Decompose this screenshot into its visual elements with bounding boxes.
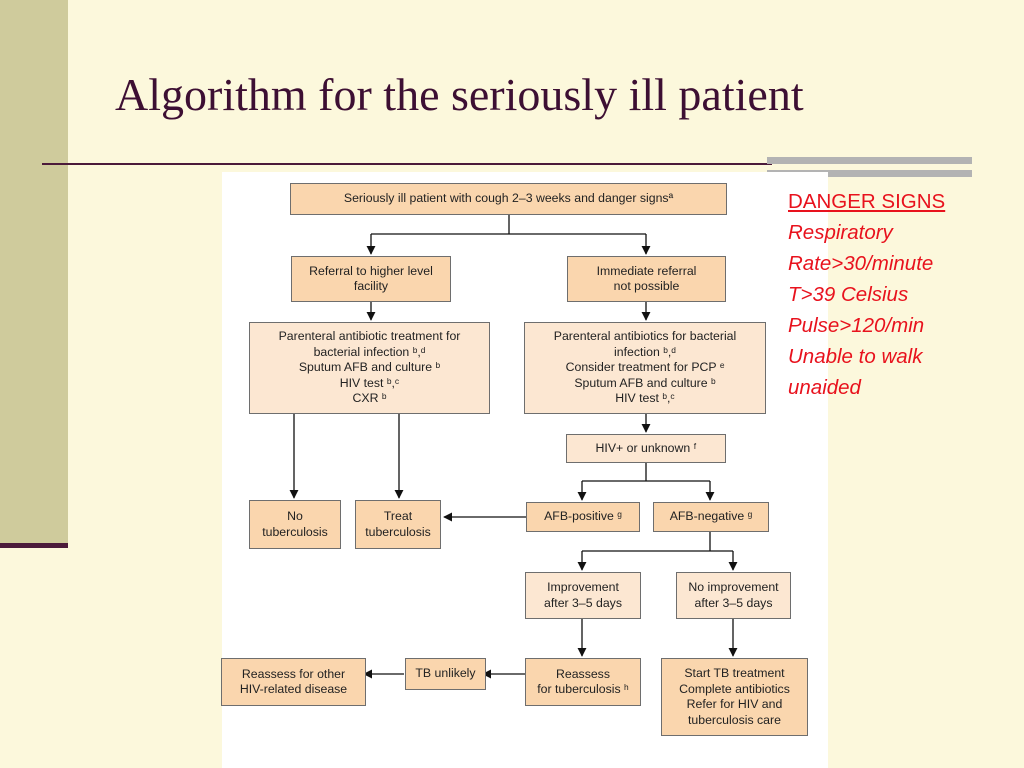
danger-sign-item: unaided — [788, 376, 861, 399]
title-rule — [42, 163, 772, 165]
danger-signs-heading: DANGER SIGNS — [788, 190, 946, 213]
start-node: Seriously ill patient with cough 2–3 wee… — [290, 183, 727, 215]
danger-sign-item: T>39 Celsius — [788, 283, 909, 306]
danger-sign-item: Rate>30/minute — [788, 252, 934, 275]
reassess-hiv-node: Reassess for other HIV-related disease — [221, 658, 366, 706]
danger-sign-item: Respiratory — [788, 221, 893, 244]
left-treatment-node: Parenteral antibiotic treatment for bact… — [249, 322, 490, 414]
afb-positive-node: AFB-positive ᵍ — [526, 502, 640, 532]
danger-signs-box: DANGER SIGNS Respiratory Rate>30/minute … — [788, 186, 945, 403]
reassess-tb-node: Reassess for tuberculosis ʰ — [525, 658, 641, 706]
rule-accent-bar-bottom — [767, 170, 972, 177]
no-tb-node: No tuberculosis — [249, 500, 341, 549]
treat-tb-node: Treat tuberculosis — [355, 500, 441, 549]
improvement-node: Improvement after 3–5 days — [525, 572, 641, 619]
left-decorative-band — [0, 0, 68, 545]
tb-unlikely-node: TB unlikely — [405, 658, 486, 690]
no-referral-node: Immediate referral not possible — [567, 256, 726, 302]
hiv-status-node: HIV+ or unknown ᶠ — [566, 434, 726, 463]
slide-title: Algorithm for the seriously ill patient — [115, 69, 804, 120]
rule-accent-bar-top — [767, 157, 972, 164]
danger-sign-item: Unable to walk — [788, 345, 923, 368]
start-tb-node: Start TB treatment Complete antibiotics … — [661, 658, 808, 736]
left-accent-bar — [0, 543, 68, 548]
no-improvement-node: No improvement after 3–5 days — [676, 572, 791, 619]
referral-node: Referral to higher level facility — [291, 256, 451, 302]
afb-negative-node: AFB-negative ᵍ — [653, 502, 769, 532]
danger-sign-item: Pulse>120/min — [788, 314, 925, 337]
right-treatment-node: Parenteral antibiotics for bacterial inf… — [524, 322, 766, 414]
